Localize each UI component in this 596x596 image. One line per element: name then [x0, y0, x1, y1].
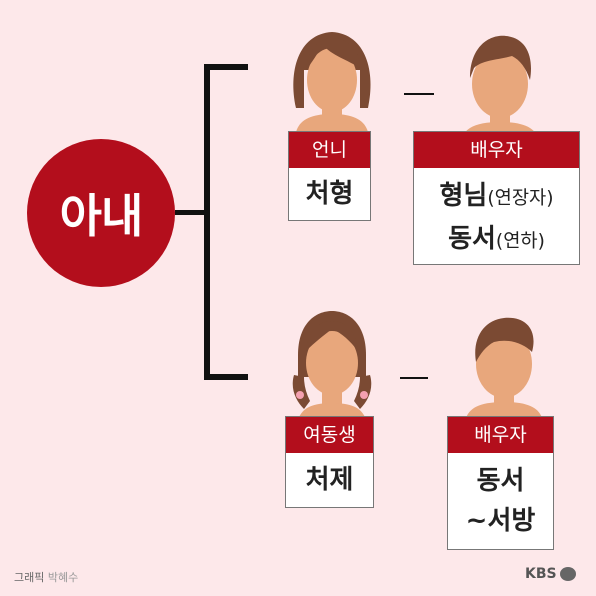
top-pair-dash: [404, 93, 434, 95]
bottom-spouse-terms: 동서 ~서방: [448, 453, 553, 541]
credit-label: 그래픽: [14, 571, 45, 584]
older-sister-term: 처형: [305, 179, 354, 209]
bottom-pair-dash: [400, 377, 428, 379]
wife-label: 아내: [59, 189, 144, 243]
bottom-spouse-term-2: ~서방: [465, 506, 536, 536]
credit-name: 박혜수: [47, 571, 79, 584]
connector-horizontal-center: [175, 210, 209, 215]
graphic-credit: 그래픽 박혜수: [14, 569, 78, 585]
top-spouse-card: 배우자 형님(연장자) 동서(연하): [413, 131, 580, 265]
top-spouse-header: 배우자: [414, 132, 579, 168]
top-spouse-figure: [462, 35, 538, 138]
top-spouse-note-younger: (연하): [495, 231, 545, 252]
top-spouse-term-younger: 동서: [448, 224, 496, 254]
younger-sister-card: 여동생 처제: [285, 416, 374, 508]
connector-bottom-branch: [204, 374, 248, 380]
wife-circle: 아내: [27, 139, 175, 287]
connector-top-branch: [204, 64, 248, 70]
bottom-spouse-term-1: 동서: [476, 466, 525, 496]
kbs-logo-text: KBS: [525, 566, 557, 582]
bottom-spouse-figure: [466, 317, 542, 418]
younger-sister-figure: [292, 311, 372, 420]
bottom-spouse-card: 배우자 동서 ~서방: [447, 416, 554, 550]
top-spouse-term-elder: 형님: [439, 181, 488, 211]
kbs-logo-icon: [559, 567, 576, 581]
older-sister-card: 언니 처형: [288, 131, 371, 221]
top-spouse-line2: 동서(연하): [414, 219, 579, 262]
younger-sister-header: 여동생: [286, 417, 373, 453]
top-spouse-note-elder: (연장자): [487, 188, 554, 209]
top-spouse-line1: 형님(연장자): [414, 176, 579, 219]
younger-sister-term: 처제: [305, 465, 354, 495]
top-spouse-terms: 형님(연장자) 동서(연하): [414, 168, 579, 262]
bottom-spouse-header: 배우자: [448, 417, 553, 453]
older-sister-header: 언니: [289, 132, 370, 168]
kbs-logo: KBS: [525, 566, 576, 582]
connector-vertical: [204, 64, 210, 380]
older-sister-figure: [293, 32, 371, 132]
